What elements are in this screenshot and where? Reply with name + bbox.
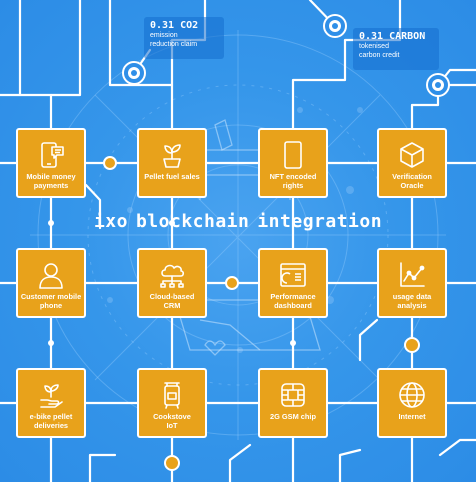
tile-e-bike-pellet-deliveries: e-bike pellet deliveries	[16, 368, 86, 438]
tile-label-line1: Performance	[270, 292, 316, 301]
tile-cookstove-iot: Cookstove IoT	[137, 368, 207, 438]
document-icon	[284, 141, 302, 169]
co2-desc-line2: reduction claim	[150, 40, 198, 48]
tile-label-line2: Oracle	[400, 181, 424, 190]
tile-label-line1: Pellet fuel sales	[144, 172, 200, 181]
tile-performance-dashboard: Performance dashboard	[258, 248, 328, 318]
co2-desc-line1: emission	[150, 32, 178, 39]
tile-cloud-based-crm: Cloud-based CRM	[137, 248, 207, 318]
diagram-title: ixo blockchain integration	[94, 208, 382, 234]
dashboard-icon	[280, 263, 306, 287]
cookstove-icon	[164, 382, 180, 409]
tile-usage-data-analysis: usage data analysis	[377, 248, 447, 318]
cube-icon	[400, 142, 424, 168]
tile-label-line1: usage data	[392, 292, 432, 301]
tile-verification-oracle: Verification Oracle	[377, 128, 447, 198]
carbon-desc-line2: carbon credit	[359, 51, 400, 59]
phone-chat-icon	[41, 142, 64, 168]
cloud-network-icon	[160, 264, 185, 288]
tile-label-line1: Cookstove	[153, 412, 191, 421]
title-word-blockchain: blockchain	[135, 210, 250, 232]
tile-mobile-money-payments: Mobile money payments	[16, 128, 86, 198]
tile-label-line2: phone	[39, 301, 63, 310]
tile-label-line1: Verification	[392, 172, 432, 181]
tile-label-line2: dashboard	[274, 301, 312, 310]
carbon-credit-note: 0.31 CARBON tokenised carbon credit	[353, 28, 439, 70]
tile-label-line2: deliveries	[33, 421, 69, 430]
tile-label-line2: analysis	[397, 301, 427, 310]
title-word-integration: integration	[257, 210, 383, 232]
tile-label-line2: rights	[282, 181, 304, 190]
co2-claim-note: 0.31 CO2 emission reduction claim	[144, 17, 224, 59]
plant-pot-icon	[163, 144, 181, 168]
tile-2g-gsm-chip: 2G GSM chip	[258, 368, 328, 438]
tile-label-line1: NFT encoded	[269, 172, 317, 181]
tile-label-line1: 2G GSM chip	[270, 412, 316, 421]
tile-label-line1: Cloud-based CRM	[149, 292, 195, 310]
carbon-desc-line1: tokenised	[359, 43, 389, 50]
sim-chip-icon	[281, 383, 305, 407]
tile-internet: Internet	[377, 368, 447, 438]
tile-customer-mobile-phone: Customer mobile phone	[16, 248, 86, 318]
co2-value: 0.31 CO2	[150, 20, 199, 31]
carbon-value: 0.31 CARBON	[359, 31, 426, 42]
tile-label-line1: e-bike pellet	[29, 412, 73, 421]
tile-label-line1: Mobile money	[26, 172, 76, 181]
title-word-ixo: ixo	[93, 210, 128, 232]
person-icon	[39, 263, 63, 289]
tile-label-line1: Customer mobile	[20, 292, 82, 301]
tile-label-line2: payments	[33, 181, 69, 190]
line-chart-icon	[400, 262, 425, 287]
plant-hand-icon	[40, 384, 63, 408]
tile-label-line2: IoT	[166, 421, 178, 430]
tile-nft-encoded-rights: NFT encoded rights	[258, 128, 328, 198]
tile-label-line1: Internet	[398, 412, 426, 421]
globe-icon	[399, 382, 425, 408]
tile-pellet-fuel-sales: Pellet fuel sales	[137, 128, 207, 198]
